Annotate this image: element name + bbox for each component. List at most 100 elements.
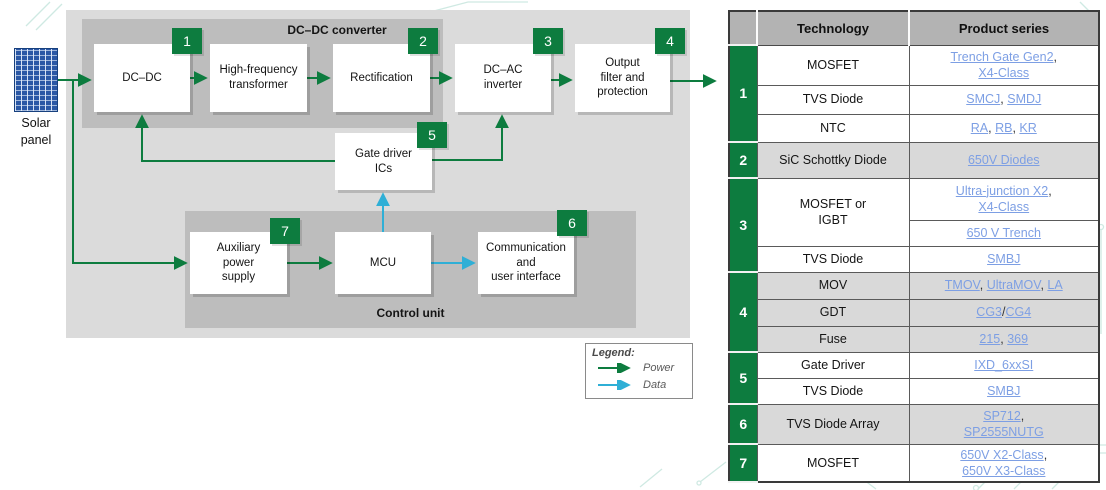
- separator: ,: [1043, 447, 1048, 462]
- product-link[interactable]: 650V Diodes: [967, 152, 1040, 167]
- technology-cell: TVS Diode Array: [756, 403, 910, 445]
- separator: ,: [988, 120, 992, 135]
- product-series-cell: SMBJ: [908, 245, 1100, 273]
- product-series-cell: RA, RB, KR: [908, 113, 1100, 143]
- separator: ,: [1000, 92, 1004, 107]
- legend: Legend: Power Data: [585, 343, 693, 399]
- product-link[interactable]: SMCJ: [966, 92, 1001, 107]
- product-link[interactable]: SMBJ: [987, 251, 1021, 266]
- product-link[interactable]: 215: [979, 331, 1001, 346]
- product-link[interactable]: RB: [995, 120, 1013, 135]
- group-number: 1: [728, 44, 758, 143]
- technology-cell: MOSFET or IGBT: [756, 177, 910, 247]
- product-series-cell: 650V Diodes: [908, 141, 1100, 179]
- product-series-cell: SMBJ: [908, 377, 1100, 405]
- badge-5: 5: [417, 122, 447, 148]
- technology-cell: TVS Diode: [756, 84, 910, 115]
- block-label: Rectification: [350, 71, 413, 84]
- legend-title: Legend:: [592, 347, 635, 359]
- product-link[interactable]: SP2555NUTG: [963, 425, 1044, 439]
- control-unit-title: Control unit: [376, 306, 445, 320]
- product-link[interactable]: SP712: [983, 408, 1021, 423]
- technology-cell: Fuse: [756, 325, 910, 353]
- product-series-cell: 215, 369: [908, 325, 1100, 353]
- product-series-cell: Trench Gate Gen2, X4-Class: [908, 44, 1100, 86]
- group-number: 4: [728, 271, 758, 353]
- product-link[interactable]: Trench Gate Gen2: [950, 49, 1054, 64]
- badge-1: 1: [172, 28, 202, 54]
- group-number: 7: [728, 443, 758, 483]
- separator: ,: [1020, 408, 1025, 423]
- separator: ,: [1040, 278, 1044, 293]
- product-link[interactable]: CG3: [976, 305, 1002, 320]
- legend-power-row: Power: [592, 359, 686, 376]
- badge-6: 6: [557, 210, 587, 236]
- technology-cell: GDT: [756, 298, 910, 327]
- separator: ,: [1053, 49, 1058, 64]
- block-label: DC–DC: [122, 71, 162, 84]
- legend-power-label: Power: [643, 361, 675, 374]
- product-link[interactable]: KR: [1019, 120, 1037, 135]
- block-output-filter: Output filter and protection: [575, 44, 670, 112]
- block-dc-ac-inverter: DC–AC inverter: [455, 44, 551, 112]
- solar-panel-label: Solar panel: [20, 116, 52, 147]
- product-series-cell: 650 V Trench: [908, 219, 1100, 247]
- separator: ,: [979, 278, 984, 293]
- legend-data-label: Data: [643, 378, 667, 391]
- product-link[interactable]: CG4: [1005, 305, 1032, 320]
- product-link[interactable]: Ultra-junction X2: [955, 183, 1049, 198]
- block-mcu: MCU: [335, 232, 431, 294]
- product-link[interactable]: SMDJ: [1007, 92, 1042, 107]
- group-number: 2: [728, 141, 758, 179]
- solar-panel-icon: [14, 48, 58, 112]
- product-series-cell: CG3/CG4: [908, 298, 1100, 327]
- product-link[interactable]: LA: [1047, 278, 1063, 293]
- product-link[interactable]: IXD_6xxSI: [974, 357, 1034, 372]
- product-link[interactable]: 650V X2-Class: [960, 447, 1044, 462]
- separator: /: [1002, 305, 1006, 320]
- block-label: Gate driver ICs: [355, 147, 412, 175]
- product-series-cell: SP712, SP2555NUTG: [908, 403, 1100, 445]
- technology-cell: TVS Diode: [756, 377, 910, 405]
- product-link[interactable]: UltraMOV: [986, 278, 1041, 293]
- badge-2: 2: [408, 28, 438, 54]
- data-arrow-icon: [598, 379, 631, 390]
- product-series-cell: 650V X2-Class,650V X3-Class: [908, 443, 1100, 483]
- product-series-cell: IXD_6xxSI: [908, 351, 1100, 379]
- badge-7: 7: [270, 218, 300, 244]
- technology-cell: MOSFET: [756, 443, 910, 483]
- product-link[interactable]: 369: [1007, 331, 1029, 346]
- table-row: TVS Diode SMBJ: [729, 377, 1100, 405]
- technology-cell: SiC Schottky Diode: [756, 141, 910, 179]
- group-number: 6: [728, 403, 758, 445]
- block-label: High-frequency transformer: [219, 64, 298, 91]
- technology-header: Technology: [756, 10, 910, 46]
- product-link[interactable]: X4-Class: [978, 66, 1030, 80]
- dcdc-converter-title: DC–DC converter: [287, 23, 387, 37]
- product-link[interactable]: 650 V Trench: [966, 225, 1041, 240]
- block-label: DC–AC inverter: [483, 64, 523, 91]
- block-rectification: Rectification: [333, 44, 430, 112]
- separator: ,: [1012, 120, 1016, 135]
- product-link[interactable]: SMBJ: [987, 383, 1021, 398]
- block-label: Output filter and protection: [597, 56, 648, 99]
- block-label: Auxiliary power supply: [216, 241, 261, 284]
- badge-3: 3: [533, 28, 563, 54]
- product-series-cell: TMOV, UltraMOV, LA: [908, 271, 1100, 300]
- table-corner-cell: [728, 10, 758, 46]
- product-link[interactable]: TMOV: [944, 278, 980, 293]
- table-header-row: Technology Product series: [728, 10, 1100, 46]
- product-link[interactable]: 650V X3-Class: [962, 463, 1046, 478]
- product-link[interactable]: X4-Class: [978, 200, 1030, 214]
- product-link[interactable]: RA: [970, 120, 989, 135]
- technology-cell: TVS Diode: [756, 245, 910, 273]
- block-communication: Communication and user interface: [478, 232, 574, 294]
